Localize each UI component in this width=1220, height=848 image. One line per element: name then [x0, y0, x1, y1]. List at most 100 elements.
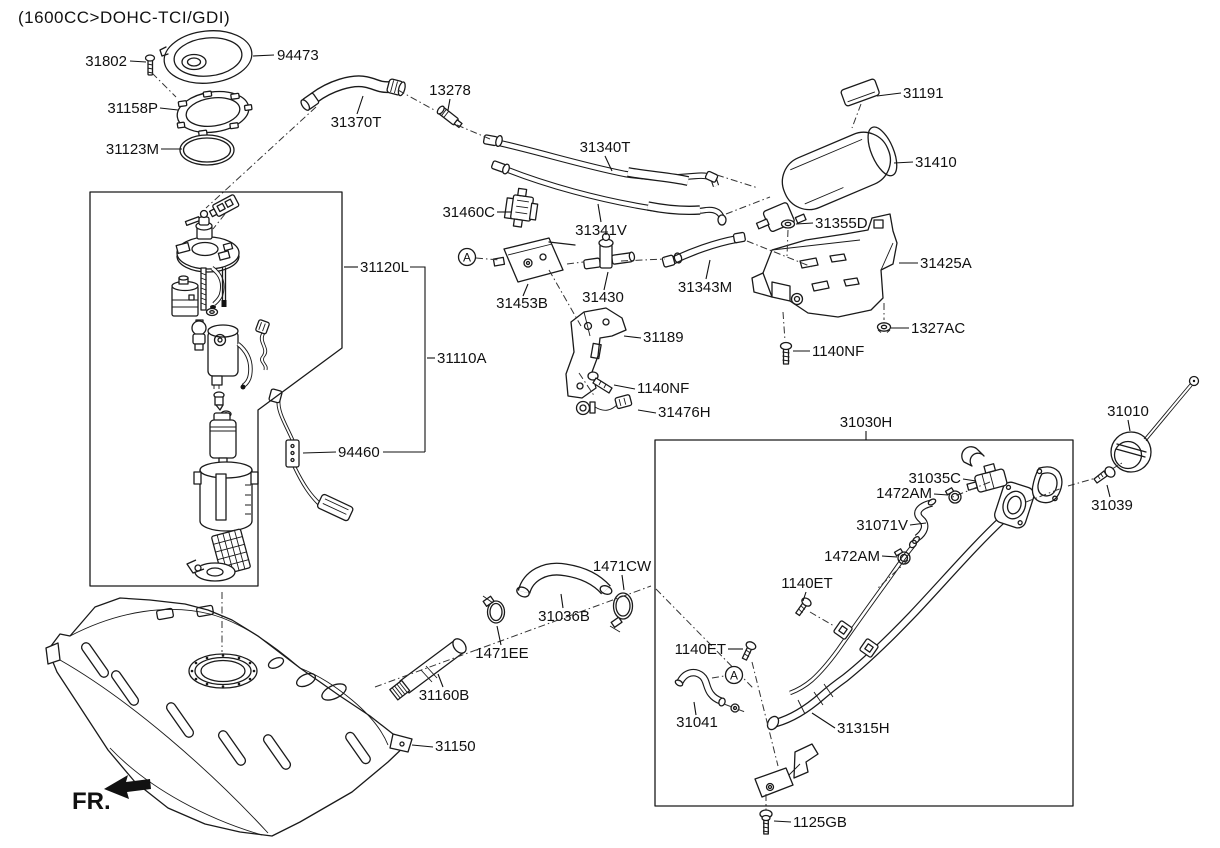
reservoir-cup-31114B [193, 461, 259, 532]
part-label-1472AM: 1472AM [876, 485, 932, 502]
callout-circle-A [457, 247, 477, 267]
part-label-31343M: 31343M [678, 279, 732, 296]
pipe-mount-bracket [754, 743, 819, 798]
canister-bracket-31425A [751, 213, 898, 318]
pump-plate-cover-94473 [159, 30, 253, 84]
part-label-31010: 31010 [1107, 403, 1149, 420]
vent-hose-31370T [300, 75, 406, 111]
part-label-1471EE: 1471EE [475, 645, 528, 662]
part-label-1140NF: 1140NF [812, 343, 864, 360]
pump-plate-assembly [175, 209, 240, 311]
callout-letter-A: A [730, 669, 738, 683]
bolt-1125GB [759, 809, 773, 835]
filler-neck-flange [994, 481, 1035, 529]
part-label-31355D: 31355D [815, 215, 868, 232]
part-label-94473: 94473 [277, 47, 319, 64]
part-label-31071V: 31071V [856, 517, 908, 534]
part-label-31460C: 31460C [442, 204, 495, 221]
part-label-31039: 31039 [1091, 497, 1133, 514]
part-label-1327AC: 1327AC [911, 320, 965, 337]
fuel-cap-31010 [1110, 375, 1200, 473]
fuel-pump-motor-31111 [209, 412, 237, 471]
part-label-31191: 31191 [903, 85, 944, 102]
part-label-31160B: 31160B [419, 687, 470, 704]
pump-connector-31435A [208, 194, 240, 218]
callouts: AA [457, 247, 744, 685]
part-label-94460: 94460 [338, 444, 380, 461]
part-label-FR: FR. [72, 788, 111, 815]
part-label-31315H: 31315H [837, 720, 890, 737]
canister-pad-31191 [840, 78, 880, 107]
part-label-31030H: 31030H [840, 414, 893, 431]
bolt-31802 [144, 54, 156, 76]
callout-letter-A: A [463, 251, 471, 265]
strainer-31090A [186, 528, 251, 582]
part-label-31158P: 31158P [107, 100, 158, 117]
part-label-31410: 31410 [915, 154, 957, 171]
nut-1327AC [876, 322, 892, 333]
part-label-1471CW: 1471CW [593, 558, 652, 575]
part-label-31802: 31802 [85, 53, 127, 70]
part-label-31341V: 31341V [575, 222, 627, 239]
tee-valve-31430 [583, 232, 636, 270]
clamp-1471CW [609, 592, 634, 633]
fuel-tank-31150 [45, 597, 413, 837]
part-label-31110A: 31110A [437, 350, 487, 367]
part-label-31430: 31430 [582, 289, 624, 306]
vent-hose-31041 [674, 668, 740, 713]
part-label-31453B: 31453B [496, 295, 548, 312]
bolt-1140NF-bracket [779, 341, 793, 365]
part-label-31370T: 31370T [331, 114, 382, 131]
part-label-1140ET: 1140ET [675, 641, 726, 658]
part-label-31036B: 31036B [538, 608, 590, 625]
part-label-31476H: 31476H [658, 404, 711, 421]
lock-ring-31158P [176, 90, 253, 137]
part-label-31041: 31041 [676, 714, 718, 731]
bolt-1140ET-lower [741, 641, 757, 661]
fitting-13278 [436, 105, 463, 129]
fuel-tube-31340T [482, 134, 720, 188]
fuel-pump-31112 [207, 324, 253, 390]
sensor-31476H [575, 394, 633, 416]
filler-pipe-31315H [766, 515, 1006, 731]
group-bracket-lines [410, 266, 426, 452]
vapor-tube-31341V [491, 160, 727, 226]
bolt-1140NF-bracket-31189 [587, 371, 613, 394]
clamp-1471EE [482, 595, 506, 624]
part-label-31340T: 31340T [580, 139, 631, 156]
filler-neck-gasket [1031, 466, 1063, 504]
vent-hose-31071V [912, 498, 937, 544]
o-ring-31123M [179, 134, 235, 166]
washer-31355D [780, 219, 796, 229]
ring-31119C [205, 307, 219, 317]
part-label-1140NF: 1140NF [637, 380, 689, 397]
part-label-31189: 31189 [643, 329, 684, 346]
wiring-87602 [255, 319, 270, 371]
filler-neck-box [654, 439, 1074, 807]
part-label-31150: 31150 [435, 738, 476, 755]
diagram-title: (1600CC>DOHC-TCI/GDI) [18, 8, 231, 27]
fr-direction-arrow [104, 775, 151, 799]
regulator-31190B [191, 319, 207, 351]
part-label-1125GB: 1125GB [793, 814, 847, 831]
part-label-31425A: 31425A [920, 255, 972, 272]
callout-circle-A [724, 665, 744, 685]
part-label-31123M: 31123M [106, 141, 159, 158]
part-label-1140ET: 1140ET [781, 575, 832, 592]
part-label-31120L: 31120L [360, 259, 409, 276]
part-label-31035C: 31035C [908, 470, 961, 487]
bolt-1140ET-upper [795, 597, 812, 617]
vapor-hose-31343M [661, 231, 746, 268]
part-label-1472AM: 1472AM [824, 548, 880, 565]
alignment-lines [151, 72, 1123, 810]
valve-assembly-31453B [492, 237, 576, 283]
part-labels: 31802 94473 31158P 31123M 31370T 13278 31340T 3… [72, 47, 1149, 831]
assembly-boxes [89, 191, 1074, 807]
clamp-1472AM-upper [944, 487, 962, 504]
filler-hose-31036B [516, 562, 613, 598]
vent-valve-31035C [961, 446, 1008, 493]
part-label-13278: 13278 [429, 82, 471, 99]
fuel-filter-31155B [171, 275, 199, 317]
